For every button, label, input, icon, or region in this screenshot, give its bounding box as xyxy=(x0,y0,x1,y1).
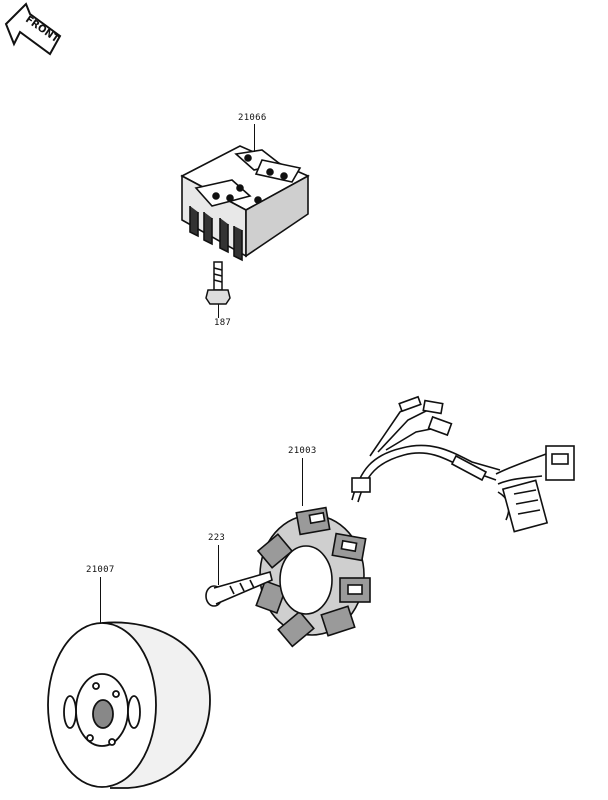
stator-screw xyxy=(205,571,273,607)
stator-screw-part-number: 223 xyxy=(208,533,226,543)
stator xyxy=(255,506,371,648)
regulator-leader xyxy=(254,124,255,152)
regulator-bolt-part-number: 187 xyxy=(214,318,232,328)
rotor-leader xyxy=(100,577,101,623)
rotor xyxy=(47,621,211,789)
regulator-part-number: 21066 xyxy=(238,113,267,123)
regulator-bolt-leader xyxy=(218,304,219,318)
stator-harness xyxy=(351,395,575,533)
regulator-rectifier xyxy=(180,145,310,262)
regulator-bolt xyxy=(205,261,231,305)
stator-part-number: 21003 xyxy=(288,446,317,456)
rotor-part-number: 21007 xyxy=(86,565,115,575)
stator-leader xyxy=(302,458,303,506)
front-arrow-icon: FRONT xyxy=(4,2,62,56)
stator-screw-leader xyxy=(218,545,219,585)
